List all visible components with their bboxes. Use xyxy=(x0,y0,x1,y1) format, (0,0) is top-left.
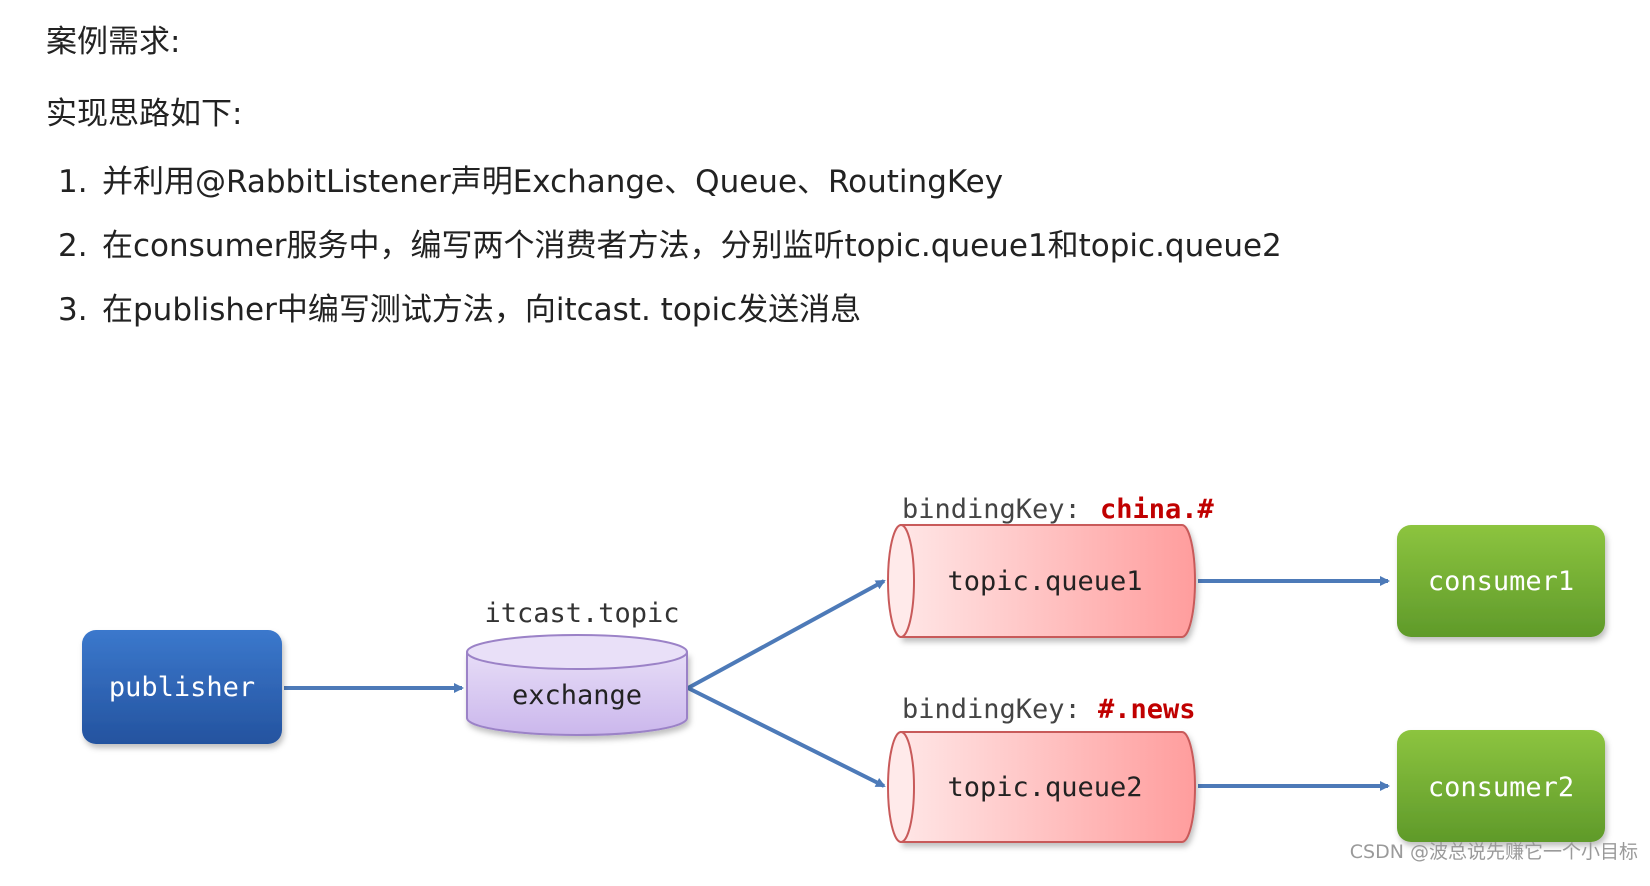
consumer2-node: consumer2 xyxy=(1397,730,1605,842)
step-text: 在consumer服务中，编写两个消费者方法，分别监听topic.queue1和… xyxy=(102,228,1282,264)
queue1-label: topic.queue1 xyxy=(947,566,1142,597)
requirement-heading: 案例需求: xyxy=(46,24,181,60)
step-item: 1. 并利用@RabbitListener声明Exchange、Queue、Ro… xyxy=(58,162,1282,226)
step-text: 并利用@RabbitListener声明Exchange、Queue、Routi… xyxy=(102,164,1004,200)
steps-list: 1. 并利用@RabbitListener声明Exchange、Queue、Ro… xyxy=(58,162,1282,354)
watermark: CSDN @波总说先赚它一个小目标 xyxy=(1349,841,1638,863)
step-item: 3. 在publisher中编写测试方法，向itcast. topic发送消息 xyxy=(58,290,1282,354)
consumer1-label: consumer1 xyxy=(1428,566,1574,597)
step-number: 3. xyxy=(58,292,88,328)
publisher-node: publisher xyxy=(82,630,282,744)
exchange-name: itcast.topic xyxy=(484,598,679,629)
approach-heading: 实现思路如下: xyxy=(46,96,243,132)
queue2-label: topic.queue2 xyxy=(947,772,1142,803)
arrow-exchange-to-queue1 xyxy=(687,579,886,690)
arrow-exchange-to-queue2 xyxy=(687,686,886,788)
consumer2-label: consumer2 xyxy=(1428,772,1574,803)
binding-key-prefix: bindingKey: xyxy=(902,494,1081,525)
binding-key-queue1: china.# xyxy=(1100,494,1215,525)
queue2-node: bindingKey: #.news topic.queue2 xyxy=(887,694,1196,843)
queue1-node: bindingKey: china.# topic.queue1 xyxy=(887,494,1215,638)
step-text: 在publisher中编写测试方法，向itcast. topic发送消息 xyxy=(102,292,862,328)
consumer1-node: consumer1 xyxy=(1397,525,1605,637)
binding-key-prefix: bindingKey: xyxy=(902,694,1081,725)
step-number: 1. xyxy=(58,164,88,200)
publisher-label: publisher xyxy=(109,672,255,703)
step-number: 2. xyxy=(58,228,88,264)
step-item: 2. 在consumer服务中，编写两个消费者方法，分别监听topic.queu… xyxy=(58,226,1282,290)
exchange-node: itcast.topic exchange xyxy=(466,598,688,736)
binding-key-queue2: #.news xyxy=(1098,694,1196,725)
exchange-label: exchange xyxy=(512,680,642,711)
